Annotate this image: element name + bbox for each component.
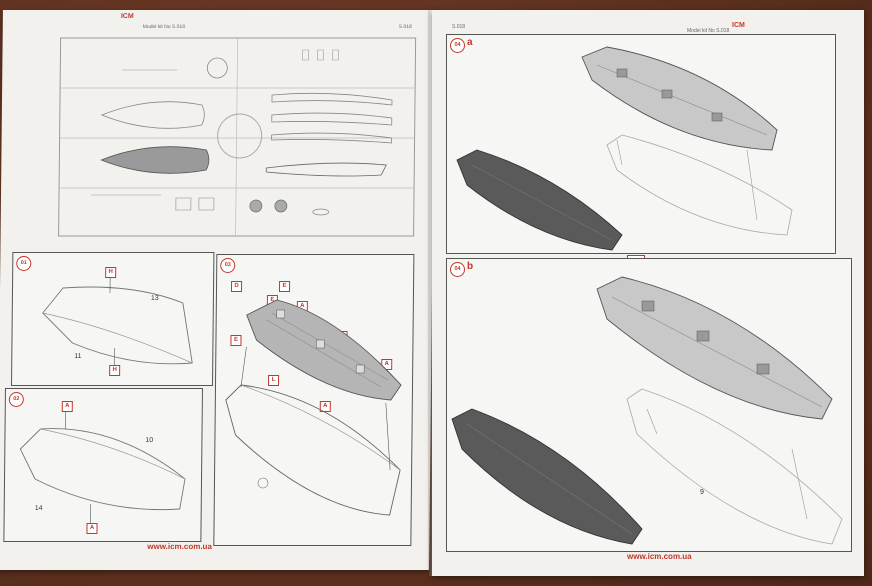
step-04a-box: 04 a [446,34,836,254]
ship-assembly-drawing-a [456,46,793,251]
step-letter: a [467,37,473,48]
icm-logo: ICM [732,22,745,29]
step-03-box: 03 D E E A E A A L A 12 [213,254,415,546]
part-number: 9 [700,489,704,496]
step-letter: b [467,261,474,272]
ship-assembly-drawing-b [451,276,843,545]
step-02-box: 02 A A 10 14 [3,388,203,542]
step-number: 04 [450,38,465,53]
step-01-box: 01 H H 13 11 [10,252,215,386]
instruction-page-left: ICM Model kit No S.018 S.018 [0,10,435,570]
instruction-page-right: S.018 Model kit No S.018 ICM 04 a [432,10,864,576]
hull-frame-drawing [19,411,186,523]
hull-assembly-drawing [42,277,193,365]
step-number: 04 [450,262,465,277]
header-title: Model kit No S.018 [687,28,730,34]
sprue-diagram [58,37,417,237]
step-04b-box: 04 b 9 [446,258,852,552]
footer-url: www.icm.com.ua [147,542,212,551]
deck-assembly-drawing [225,299,402,516]
footer-url: www.icm.com.ua [627,552,692,561]
page-code: S.018 [452,24,466,30]
